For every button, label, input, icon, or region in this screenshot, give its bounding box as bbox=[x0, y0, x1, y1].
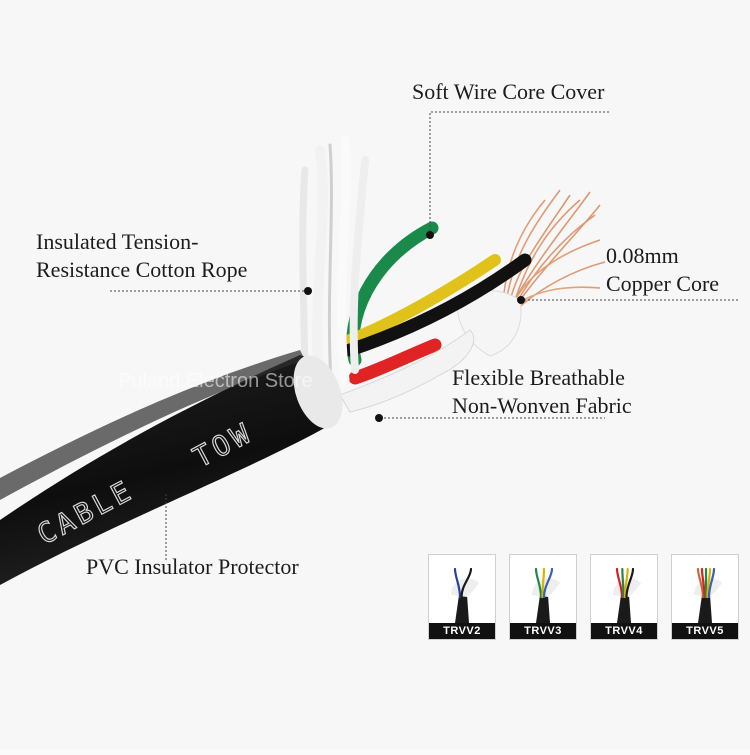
variant-wire bbox=[623, 567, 629, 599]
leader-dots bbox=[162, 231, 525, 494]
variant-thumbnail-trvv2[interactable]: TRVV2 bbox=[428, 554, 496, 640]
variant-wire bbox=[541, 567, 546, 599]
yellow-wire bbox=[344, 254, 501, 346]
variant-wire bbox=[625, 567, 635, 599]
cotton-rope bbox=[299, 135, 369, 402]
label-cotton-rope-line2: Resistance Cotton Rope bbox=[36, 257, 248, 282]
label-copper-line1: 0.08mm bbox=[606, 243, 679, 268]
leader-lines bbox=[110, 111, 740, 560]
variant-wire bbox=[542, 567, 554, 599]
label-cotton-rope-line1: Insulated Tension- bbox=[36, 229, 199, 254]
variant-wire bbox=[534, 567, 543, 599]
variant-wire bbox=[621, 567, 625, 599]
variant-thumbnail-trvv3[interactable]: TRVV3 bbox=[509, 554, 577, 640]
variant-wire bbox=[700, 567, 706, 599]
label-soft-wire-core-cover: Soft Wire Core Cover bbox=[412, 79, 605, 104]
variant-label: TRVV2 bbox=[429, 623, 495, 639]
watermark: Puland Electron Store bbox=[118, 370, 313, 392]
variant-wire bbox=[615, 567, 624, 599]
pvc-jacket bbox=[0, 355, 336, 585]
variant-label: TRVV3 bbox=[510, 623, 576, 639]
variant-cable-image bbox=[613, 567, 641, 623]
red-wire bbox=[348, 338, 442, 385]
non-woven-fabric bbox=[339, 329, 475, 413]
label-fabric-line2: Non-Wonven Fabric bbox=[452, 393, 632, 418]
variant-thumbnail-trvv5[interactable]: TRVV5 bbox=[671, 554, 739, 640]
variant-wire bbox=[453, 567, 462, 599]
variant-label: TRVV5 bbox=[672, 623, 738, 639]
variant-wire bbox=[707, 567, 716, 599]
variant-thumbnail-trvv4[interactable]: TRVV4 bbox=[590, 554, 658, 640]
variant-wire bbox=[706, 567, 712, 599]
label-pvc-insulator: PVC Insulator Protector bbox=[86, 554, 299, 579]
label-copper-line2: Copper Core bbox=[606, 271, 720, 296]
variant-label: TRVV4 bbox=[591, 623, 657, 639]
jacket-end-face bbox=[293, 355, 343, 429]
variant-cable-image bbox=[694, 567, 722, 623]
label-fabric-line1: Flexible Breathable bbox=[452, 365, 625, 390]
variant-cable-image bbox=[532, 567, 560, 623]
black-wire bbox=[343, 253, 532, 357]
variant-wire bbox=[460, 567, 473, 599]
variant-wire bbox=[696, 567, 705, 599]
variant-cable-image bbox=[451, 567, 479, 623]
